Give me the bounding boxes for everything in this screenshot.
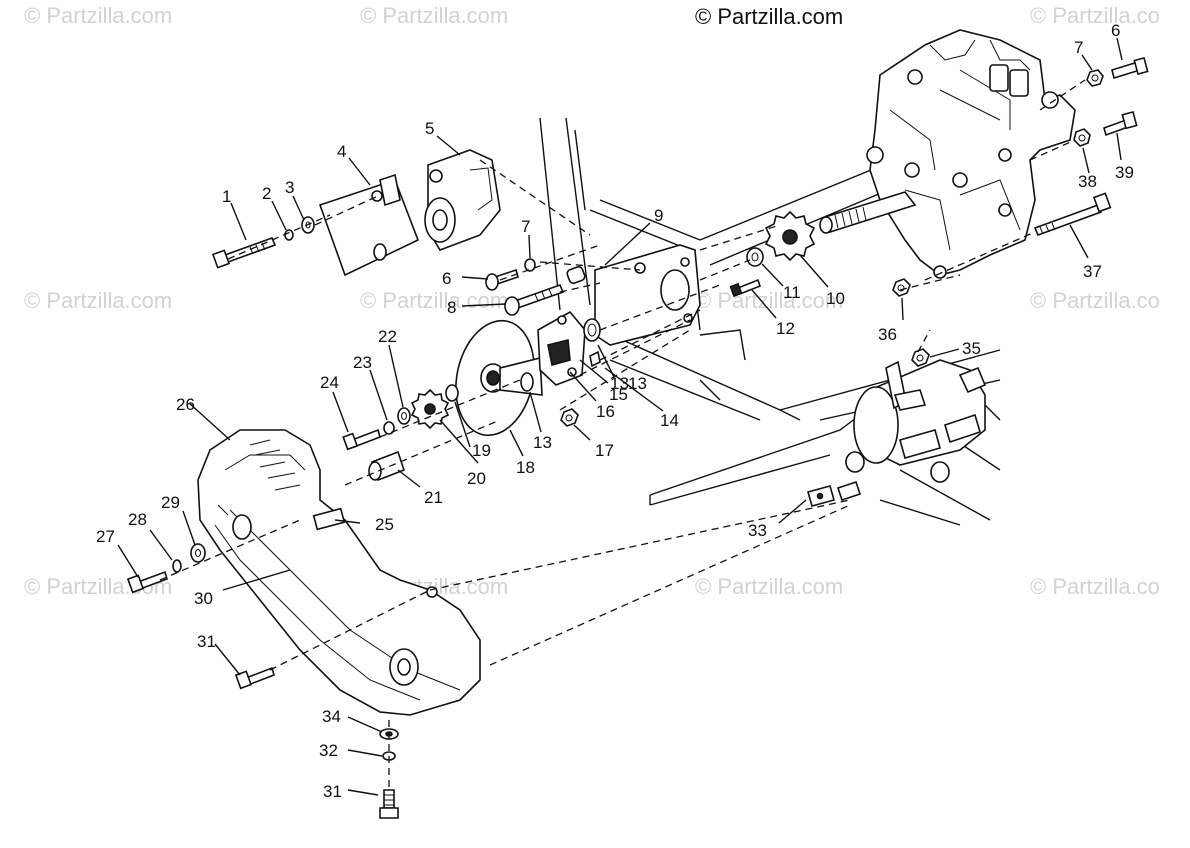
callout-10: 10	[826, 289, 845, 308]
callout-27: 27	[96, 527, 115, 546]
bushing-9	[566, 266, 586, 284]
part-5-housing	[424, 149, 501, 251]
watermark-top-center: © Partzilla.com	[360, 3, 509, 28]
bolt-37	[1033, 192, 1112, 237]
bearing-housing-15	[537, 310, 586, 386]
callout-6-mid: 6	[442, 269, 451, 288]
callout-24: 24	[320, 373, 339, 392]
washer-29	[190, 543, 206, 563]
watermark-low-right: © Partzilla.co	[1030, 574, 1160, 599]
callout-13-right: 13	[610, 374, 629, 393]
copyright-notice: © Partzilla.com	[695, 4, 844, 29]
callout-labels: 1 2 3 4 5 6 7 8 9 10 11 12 13 13 13 14 1…	[96, 21, 1134, 801]
callout-9: 9	[654, 206, 663, 225]
callout-23: 23	[353, 353, 372, 372]
watermark-mid-center-right: © Partzilla.com	[695, 288, 844, 313]
callout-13-left: 13	[533, 433, 552, 452]
clip-14	[589, 350, 601, 368]
callout-1: 1	[222, 187, 231, 206]
callout-2: 2	[262, 184, 271, 203]
bolt-27	[126, 570, 168, 594]
callout-33: 33	[748, 521, 767, 540]
callout-31-bottom: 31	[323, 782, 342, 801]
callout-32: 32	[319, 741, 338, 760]
washer-19	[445, 384, 459, 402]
callout-30: 30	[194, 589, 213, 608]
callout-6-top-right: 6	[1111, 21, 1120, 40]
bolt-6-top-right	[1111, 56, 1149, 80]
washer-28	[172, 559, 182, 573]
callout-37: 37	[1083, 262, 1102, 281]
callout-4: 4	[337, 142, 346, 161]
callout-13-mid: 13	[628, 374, 647, 393]
brake-assembly	[845, 359, 987, 483]
washer-2	[284, 229, 294, 241]
callout-12: 12	[776, 319, 795, 338]
bolt-24	[342, 428, 381, 451]
callout-34: 34	[322, 707, 341, 726]
washer-7-mid	[524, 258, 536, 272]
bracket-plate	[594, 244, 701, 346]
callout-39: 39	[1115, 163, 1134, 182]
callout-18: 18	[516, 458, 535, 477]
callout-14: 14	[660, 411, 679, 430]
sprocket-20	[410, 388, 450, 430]
nut-36	[892, 278, 911, 297]
callout-25: 25	[375, 515, 394, 534]
output-shaft	[819, 191, 917, 234]
callout-16: 16	[596, 402, 615, 421]
nut-38	[1073, 128, 1091, 147]
callout-35: 35	[962, 339, 981, 358]
callout-31-left: 31	[197, 632, 216, 651]
watermark-mid-left: © Partzilla.com	[24, 288, 173, 313]
leader-lines	[117, 37, 1123, 796]
callout-26: 26	[176, 395, 195, 414]
callout-20: 20	[467, 469, 486, 488]
callout-19: 19	[472, 441, 491, 460]
gearcase-housing	[866, 29, 1076, 279]
watermark-mid-center: © Partzilla.com	[360, 288, 509, 313]
washer-13-left	[520, 372, 534, 392]
nut-7-top-right	[1086, 69, 1104, 87]
callout-15: 15	[609, 385, 628, 404]
bolt-8	[504, 283, 565, 316]
bracket-4	[318, 173, 420, 277]
callout-3: 3	[285, 178, 294, 197]
spacer-21	[368, 450, 406, 482]
bearing-13	[583, 318, 601, 342]
callout-29: 29	[161, 493, 180, 512]
callout-21: 21	[424, 488, 443, 507]
clip-33	[807, 480, 862, 507]
callout-7-top-right: 7	[1074, 38, 1083, 57]
sprocket-10	[764, 210, 816, 262]
callout-38: 38	[1078, 172, 1097, 191]
callout-28: 28	[128, 510, 147, 529]
bolt-31-left	[234, 666, 275, 690]
bolt-39	[1103, 110, 1138, 137]
callout-36: 36	[878, 325, 897, 344]
bolt-31-bottom	[379, 789, 399, 819]
watermark-top-left: © Partzilla.com	[24, 3, 173, 28]
callout-8: 8	[447, 298, 456, 317]
watermark-top-right: © Partzilla.co	[1030, 3, 1160, 28]
washer-11	[746, 247, 764, 267]
bolt-6-mid	[485, 268, 519, 291]
callout-11: 11	[783, 283, 801, 302]
callout-22: 22	[378, 327, 397, 346]
lockwasher-23	[383, 421, 395, 435]
alignment-lines	[159, 79, 1086, 790]
nut-17	[560, 408, 579, 427]
washer-22	[397, 407, 411, 425]
callout-5: 5	[425, 119, 434, 138]
nut-35	[911, 348, 930, 367]
watermark-low-center-right: © Partzilla.com	[695, 574, 844, 599]
bolt-12	[729, 278, 761, 298]
callout-7-mid: 7	[521, 217, 530, 236]
watermark-mid-right: © Partzilla.co	[1030, 288, 1160, 313]
chaincase-cover	[197, 429, 481, 716]
callout-17: 17	[595, 441, 614, 460]
